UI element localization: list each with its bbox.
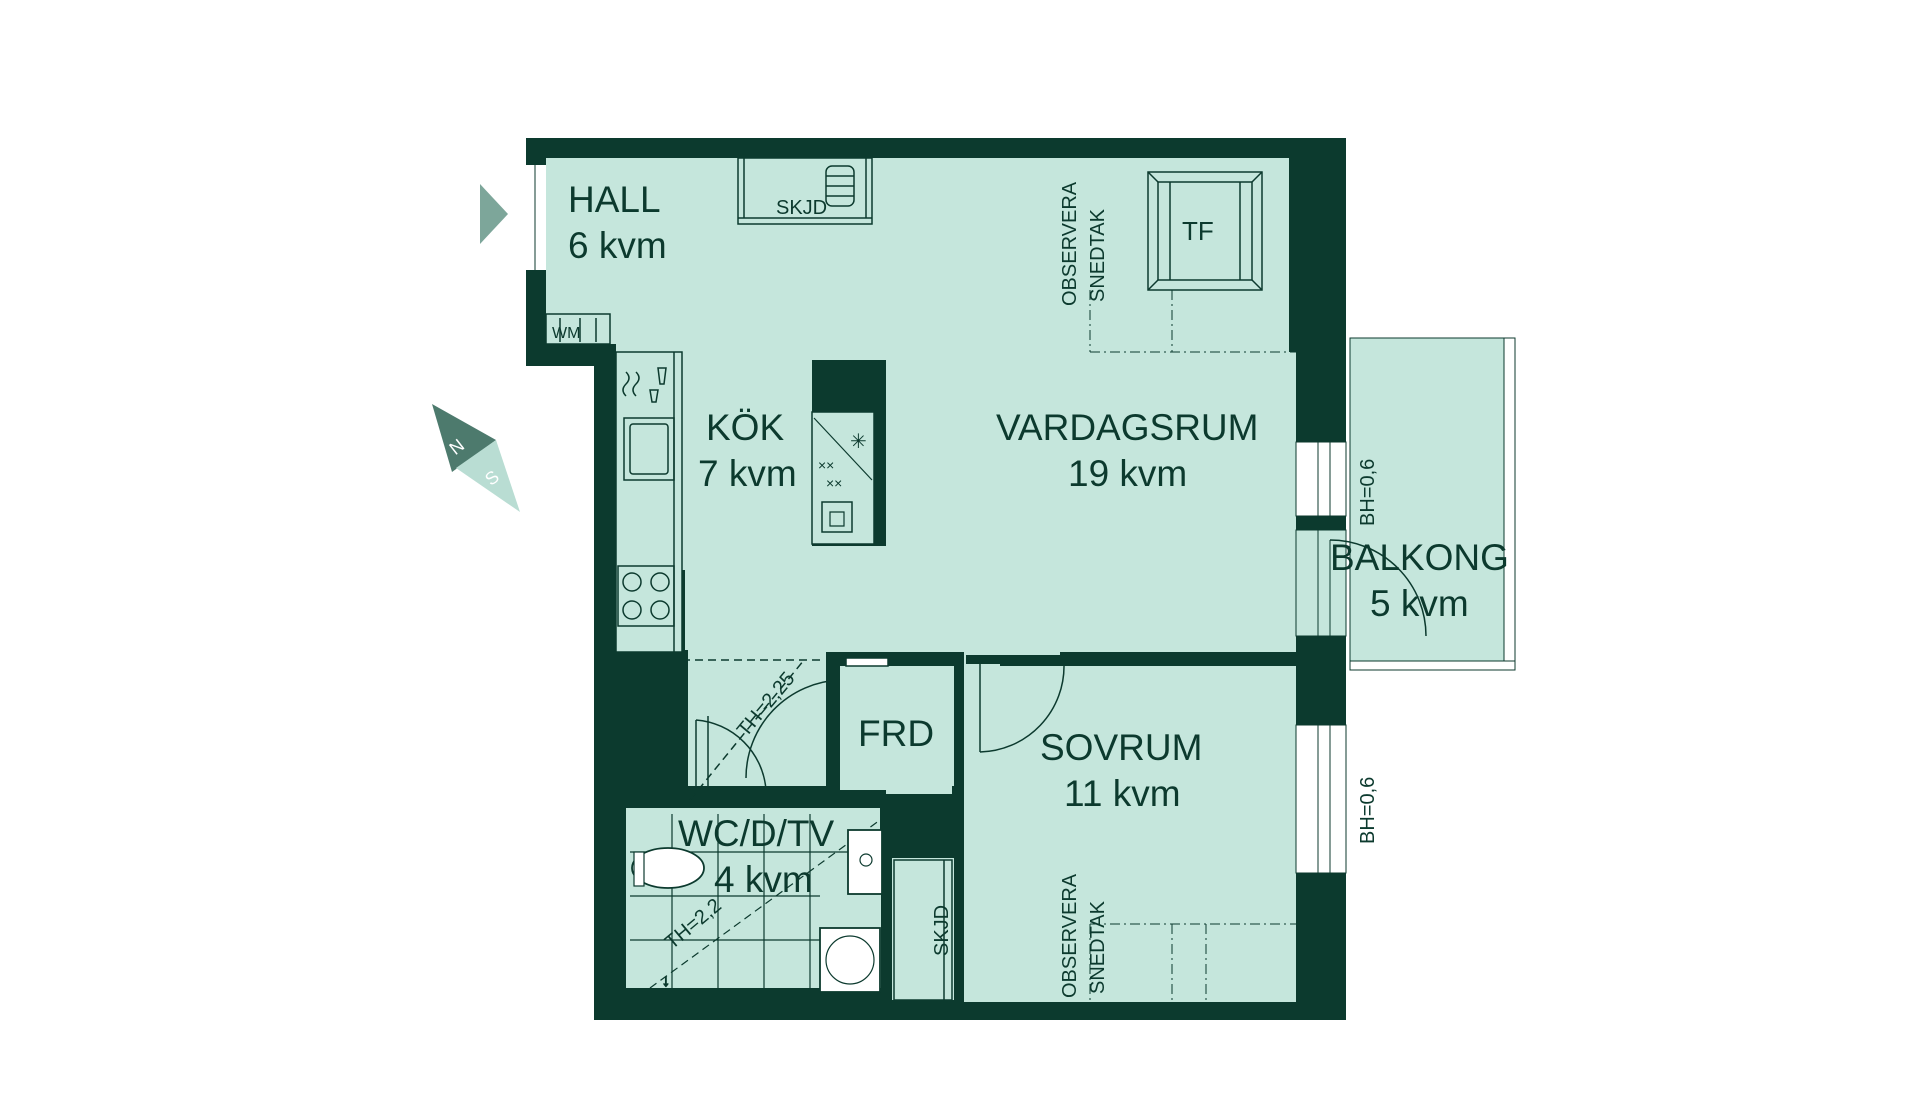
room-balkong-name: BALKONG [1330,537,1509,578]
room-balkong-area: 5 kvm [1370,583,1469,624]
room-sovrum-name: SOVRUM [1040,727,1202,768]
slanted-ceiling-lines [1089,290,1296,1002]
room-vardagsrum-area: 19 kvm [1068,453,1187,494]
bath-wardrobe [893,859,953,1001]
bedroom-threshold [1068,652,1158,656]
wc-door [682,659,820,801]
fireplace [1147,171,1263,291]
observera-label-2: OBSERVERA [1059,873,1081,998]
compass-icon: N S [432,404,520,512]
snedtak-label-1: SNEDTAK [1087,208,1109,302]
room-kok-name: KÖK [706,407,784,448]
tf-label: TF [1182,216,1214,246]
room-sovrum-area: 11 kvm [1064,773,1181,814]
bh-living-label: BH=0,6 [1357,459,1379,526]
floors [546,158,1296,1002]
svg-text:↓: ↓ [662,973,670,990]
skjd-bath-label: SKJD [931,905,953,956]
room-hall-area: 6 kvm [568,225,667,266]
balcony-door [1295,529,1427,637]
snedtak-label-2: SNEDTAK [1087,900,1109,994]
svg-text:✳: ✳ [850,431,867,453]
svg-text:××: ×× [826,475,842,491]
room-wc-area: 4 kvm [714,859,813,900]
wm-label: WM [552,325,580,342]
window-living [1295,441,1347,517]
window-bedroom [1295,724,1347,874]
kitchen-island: ✳ ×× ×× [811,360,886,546]
entry-arrow-icon [480,184,508,244]
bh-bedroom-label: BH=0,6 [1357,777,1379,844]
balcony [1349,337,1516,671]
room-vardagsrum-name: VARDAGSRUM [996,407,1258,448]
room-kok-area: 7 kvm [698,453,797,494]
hall-wardrobe [737,157,873,225]
svg-text:××: ×× [818,457,834,473]
washing-machine-niche [545,313,611,345]
entry-door [526,165,546,270]
room-wc-name: WC/D/TV [678,813,835,854]
bedroom-door [979,663,1065,753]
room-frd-name: FRD [858,713,934,754]
kitchen-counter [615,351,683,653]
observera-label-1: OBSERVERA [1059,181,1081,306]
room-hall-name: HALL [568,179,661,220]
wc-fixtures: ↓ [630,814,883,996]
skjd-hall-label: SKJD [776,197,827,219]
